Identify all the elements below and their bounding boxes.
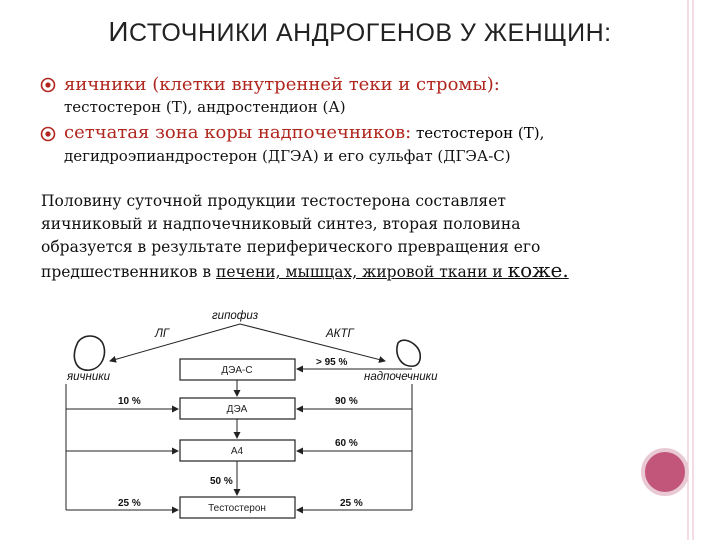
ovaries-label: яичники xyxy=(66,371,111,383)
pct-right-dhea: 90 % xyxy=(335,396,358,407)
bullet-1-head: яичники (клетки внутренней теки и стромы… xyxy=(64,74,500,95)
bullet-2-continuation: дегидроэпиандростерон (ДГЭА) и его сульф… xyxy=(64,147,511,165)
slide-rail xyxy=(687,0,694,540)
bullet-1-continuation: тестостерон (Т), андростендион (А) xyxy=(64,98,346,116)
bullet-2: сетчатая зона коры надпочечников: тестос… xyxy=(64,122,544,143)
pct-left-t: 25 % xyxy=(118,498,141,509)
ovary-icon xyxy=(73,335,106,371)
pct-left-dhea: 10 % xyxy=(118,396,141,407)
svg-text:А4: А4 xyxy=(231,446,244,457)
bullet-icon xyxy=(40,126,56,142)
bullet-icon xyxy=(40,77,56,93)
adrenal-icon xyxy=(396,339,422,367)
slide-title: ИСТОЧНИКИ АНДРОГЕНОВ У ЖЕНЩИН: xyxy=(108,16,612,47)
box-testosterone xyxy=(179,496,296,519)
svg-text:ДЭА-С: ДЭА-С xyxy=(221,365,252,376)
slide-nav-button[interactable] xyxy=(641,448,689,496)
pct-right-dhea-s: > 95 % xyxy=(316,357,348,368)
pct-right-t: 25 % xyxy=(340,498,363,509)
bullet-2-tail: тестостерон (Т), xyxy=(411,124,545,142)
summary-paragraph: Половину суточной продукции тестостерона… xyxy=(41,192,569,282)
bullet-2-head: сетчатая зона коры надпочечников: xyxy=(64,122,412,143)
acth-label: АКТГ xyxy=(325,328,354,340)
adrenals-label: надпочечники xyxy=(364,371,438,383)
svg-text:ДЭА: ДЭА xyxy=(227,404,248,415)
pct-right-a4: 60 % xyxy=(335,438,358,449)
svg-text:Тестостерон: Тестостерон xyxy=(208,503,266,514)
pituitary-label: гипофиз xyxy=(212,310,259,322)
bullet-1: яичники (клетки внутренней теки и стромы… xyxy=(64,74,500,95)
pct-center: 50 % xyxy=(210,476,233,487)
lh-label: ЛГ xyxy=(154,328,170,340)
